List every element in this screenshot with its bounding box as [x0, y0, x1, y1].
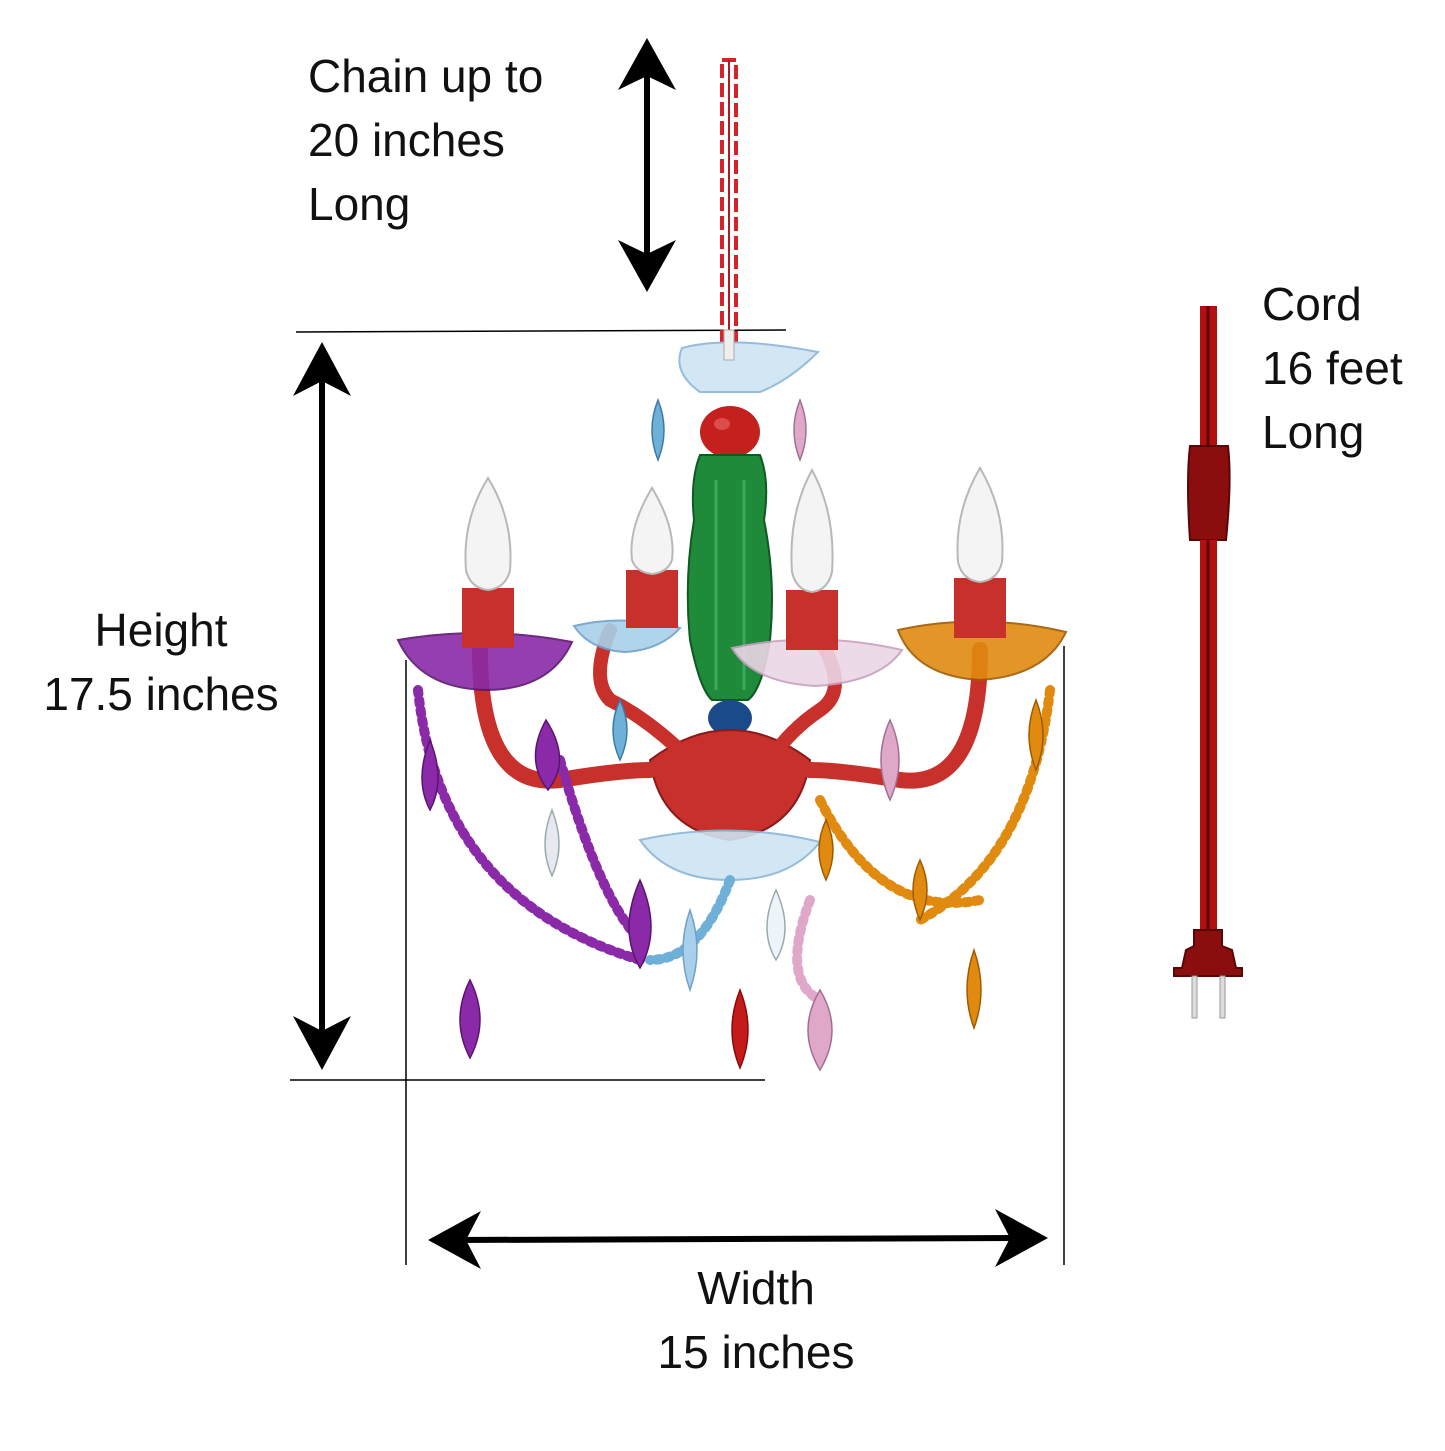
- height-label-line1: Height: [94, 604, 228, 656]
- inline-switch-icon: [1187, 445, 1231, 541]
- chain-icon: [720, 58, 738, 342]
- chain-length-label: Chain up to 20 inches Long: [308, 44, 543, 236]
- cord-label-line3: Long: [1262, 406, 1365, 458]
- height-label: Height 17.5 inches: [34, 598, 288, 726]
- chain-arrow-icon: [618, 38, 676, 292]
- chain-label-line3: Long: [308, 178, 411, 230]
- height-arrow-icon: [293, 342, 351, 1070]
- width-label: Width 15 inches: [620, 1256, 892, 1384]
- plug-icon: [1173, 929, 1243, 1019]
- cord-length-label: Cord 16 feet Long: [1262, 272, 1403, 464]
- cord-label-line2: 16 feet: [1262, 342, 1403, 394]
- top-guide-line: [295, 329, 787, 333]
- height-label-line2: 17.5 inches: [43, 668, 279, 720]
- chain-label-line1: Chain up to: [308, 50, 544, 102]
- width-label-line2: 15 inches: [657, 1326, 855, 1378]
- width-arrow-icon: [428, 1209, 1048, 1269]
- width-label-line1: Width: [697, 1262, 815, 1314]
- cord-label-line1: Cord: [1262, 278, 1362, 330]
- power-cord-icon: [1187, 306, 1231, 930]
- chain-label-line2: 20 inches: [308, 114, 505, 166]
